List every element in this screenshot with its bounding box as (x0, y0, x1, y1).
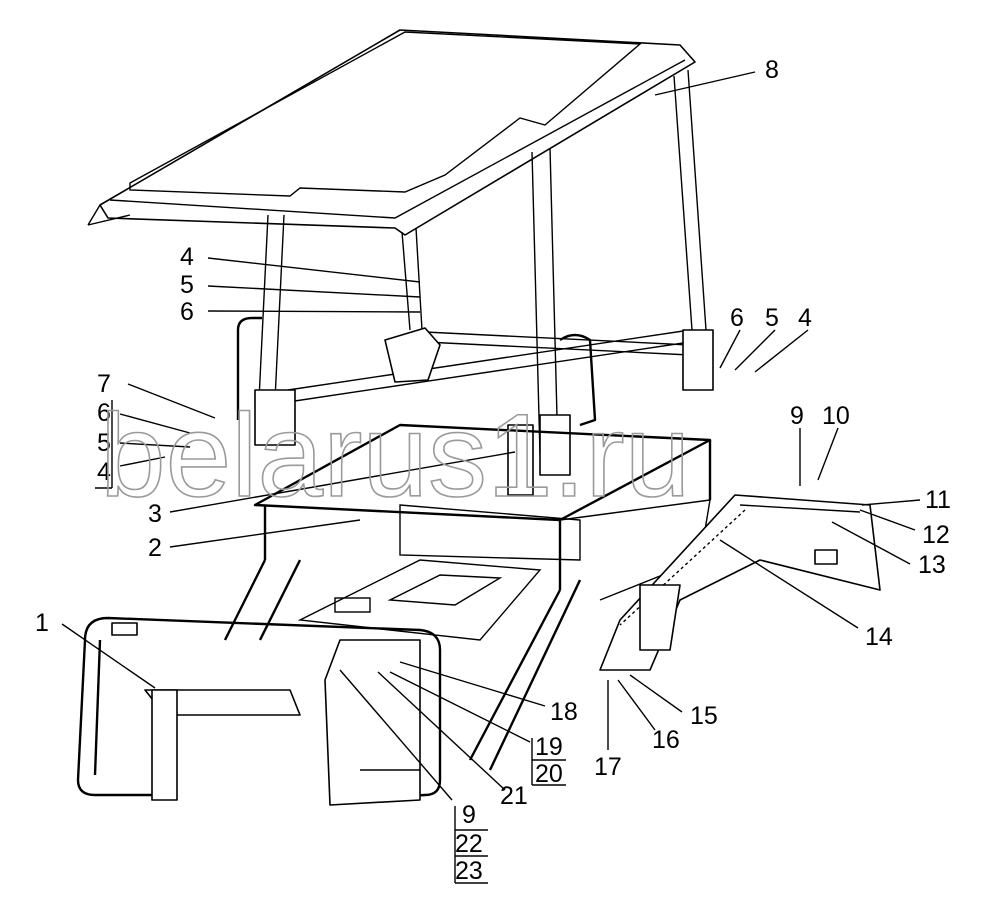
callout-15: 15 (690, 702, 718, 730)
callout-left-6: 6 (97, 399, 111, 427)
callout-right-6: 6 (730, 304, 744, 332)
callout-17: 17 (594, 753, 622, 781)
watermark-text: belarus1.ru (100, 390, 690, 522)
callout-23: 23 (455, 857, 483, 885)
callout-19: 19 (535, 733, 563, 761)
callout-12: 12 (922, 521, 950, 549)
front-step-frame (76, 616, 442, 806)
callout-20: 20 (535, 760, 563, 788)
callout-2: 2 (148, 534, 162, 562)
callout-10: 10 (822, 402, 850, 430)
callout-8: 8 (765, 56, 779, 84)
callout-left-7: 7 (97, 370, 111, 398)
callout-1: 1 (35, 609, 49, 637)
callout-center-4: 4 (180, 243, 194, 271)
roof-panel (87, 29, 696, 236)
cab-pillars (236, 69, 714, 496)
callout-13: 13 (918, 551, 946, 579)
callout-left-4: 4 (97, 458, 111, 486)
callout-left-5: 5 (97, 429, 111, 457)
callout-16: 16 (652, 726, 680, 754)
callout-9-bottom: 9 (462, 801, 476, 829)
callout-center-6: 6 (180, 298, 194, 326)
rear-fender (599, 494, 881, 671)
callout-right-5: 5 (765, 304, 779, 332)
callout-right-4: 4 (798, 304, 812, 332)
callout-9-top: 9 (790, 402, 804, 430)
callout-3: 3 (148, 500, 162, 528)
leader-lines (61, 71, 921, 801)
callout-18: 18 (550, 698, 578, 726)
callout-22: 22 (455, 830, 483, 858)
callout-labels: 8 4 5 6 6 5 4 7 6 5 4 3 2 1 9 10 11 12 1… (35, 56, 951, 885)
callout-14: 14 (865, 623, 893, 651)
callout-center-5: 5 (180, 271, 194, 299)
callout-11: 11 (925, 486, 951, 514)
callout-21: 21 (500, 782, 528, 810)
